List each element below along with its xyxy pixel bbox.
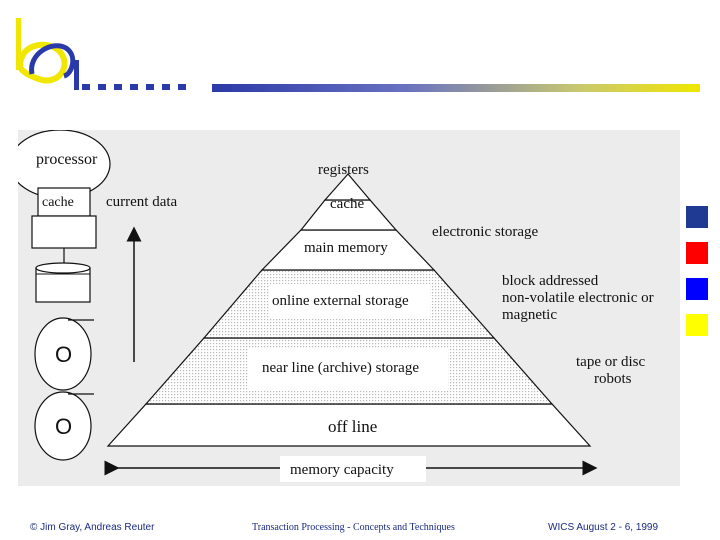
disk-symbol-1: O (55, 342, 72, 367)
footer-copyright: © Jim Gray, Andreas Reuter (30, 522, 155, 533)
pyramid-label-online: online external storage (272, 293, 409, 309)
pyramid-label-cache: cache (330, 196, 364, 212)
electronic-storage-label: electronic storage (432, 224, 539, 240)
current-data-label: current data (106, 194, 178, 210)
block-addressed-label-3: magnetic (502, 307, 557, 323)
storage-hierarchy-diagram: processor cache O O current data (18, 130, 654, 482)
accent-square-yellow (686, 314, 708, 336)
pyramid-level-registers (323, 173, 372, 201)
accent-square-red (686, 242, 708, 264)
accent-square-blue (686, 278, 708, 300)
cache-label: cache (42, 195, 74, 210)
left-stack: processor cache O O (18, 130, 111, 461)
tape-robots-label-2: robots (594, 371, 632, 387)
processor-label: processor (36, 151, 98, 168)
tape-reel-icon: O (34, 317, 94, 391)
disk-symbol-2: O (55, 414, 72, 439)
pyramid-label-nearline: near line (archive) storage (262, 360, 419, 376)
pyramid: registers cache main memory online exter… (106, 162, 592, 447)
tape-reel-icon: O (34, 391, 94, 461)
tape-robots-label-1: tape or disc (576, 354, 645, 370)
disk-cylinder-icon (35, 262, 91, 303)
accent-square-navy (686, 206, 708, 228)
footer-event: WICS August 2 - 6, 1999 (548, 522, 659, 533)
footer-course: Transaction Processing - Concepts and Te… (252, 522, 455, 533)
pyramid-label-registers: registers (318, 162, 369, 178)
pyramid-label-main-memory: main memory (304, 240, 388, 256)
memory-capacity-label: memory capacity (290, 462, 394, 478)
header-rule (212, 84, 700, 92)
block-addressed-label-2: non-volatile electronic or (502, 290, 654, 306)
logo (16, 18, 186, 90)
block-addressed-label-1: block addressed (502, 273, 599, 289)
pyramid-label-offline: off line (328, 417, 377, 436)
main-memory-box (31, 215, 97, 249)
